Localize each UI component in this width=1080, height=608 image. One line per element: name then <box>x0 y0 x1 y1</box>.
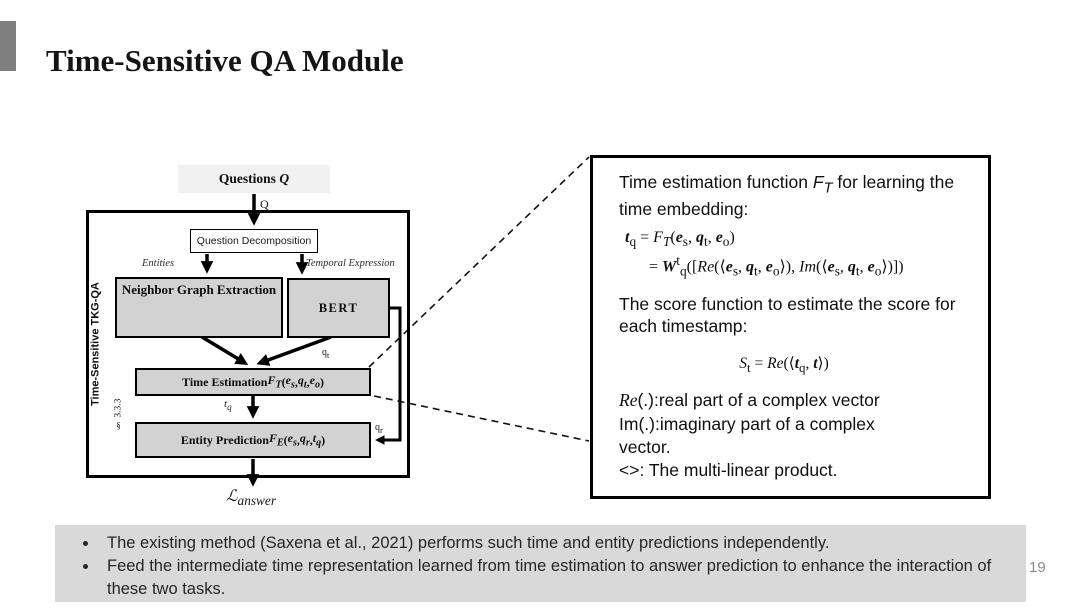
time-estimation-intro-text: Time estimation function FT for learning… <box>619 172 955 219</box>
qt-arrow-label: qt <box>322 347 330 360</box>
arrow-nge-to-time-estimation <box>201 335 249 365</box>
equation-line-1: tq = FT(es, qt, eo) <box>625 229 735 250</box>
tkg-qa-vertical-label: Time-Sensitive TKG-QA <box>89 282 102 406</box>
bert-box: BERT <box>287 278 390 338</box>
formula-panel: Time estimation function FT for learning… <box>590 155 991 499</box>
accent-bar <box>0 21 16 71</box>
takeaway-bullet: The existing method (Saxena et al., 2021… <box>99 532 998 555</box>
score-equation: St = Re(⟨tq, t⟩) <box>739 355 829 376</box>
q-arrow-label: Q <box>260 197 269 211</box>
score-function-intro-text: The score function to estimate the score… <box>619 293 956 337</box>
dashed-callout-top <box>368 156 590 368</box>
entity-prediction-box: Entity Prediction FE(es,qr, tq) <box>135 422 371 458</box>
note-re: Re(.):real part of a complex vector <box>619 390 880 411</box>
section-reference-label: § 3.3.3 <box>113 398 124 430</box>
entities-label: Entities <box>142 258 175 269</box>
note-im: Im(.):imaginary part of a complex <box>619 413 875 434</box>
neighbor-graph-extraction-box: Neighbor Graph Extraction <box>115 277 283 338</box>
takeaway-bullet: Feed the intermediate time representatio… <box>99 555 998 601</box>
takeaway-band: The existing method (Saxena et al., 2021… <box>55 525 1026 602</box>
note-vector: vector. <box>619 436 671 457</box>
questions-box: Questions Q <box>178 165 330 193</box>
time-estimation-box: Time Estimation FT(es, qt, eo) <box>135 368 371 396</box>
takeaway-list: The existing method (Saxena et al., 2021… <box>55 532 1026 601</box>
arrow-bert-feedback-qr <box>375 306 402 445</box>
question-decomposition-box: Question Decomposition <box>190 229 318 253</box>
page-number: 19 <box>1029 559 1046 576</box>
page-title: Time-Sensitive QA Module <box>46 42 404 78</box>
neighbor-graph-extraction-label: Neighbor Graph Extraction <box>121 282 277 297</box>
time-embedding-equation: tq = FT(es, qt, eo) = Wtq([Re(⟨es, qt, e… <box>625 229 970 280</box>
qr-arrow-label: qr <box>375 422 383 435</box>
tq-arrow-label: tq <box>224 398 232 413</box>
loss-answer-label: ℒanswer <box>226 488 277 509</box>
note-product: <>: The multi-linear product. <box>619 460 838 481</box>
equation-line-2: = Wtq([Re(⟨es, qt, eo⟩), Im(⟨es, qt, eo⟩… <box>649 253 904 279</box>
notation-notes: Re(.):real part of a complex vector Im(.… <box>619 389 970 482</box>
temporal-expression-label: Temporal Expression <box>306 258 395 269</box>
arrow-bert-to-time-estimation <box>256 335 332 366</box>
